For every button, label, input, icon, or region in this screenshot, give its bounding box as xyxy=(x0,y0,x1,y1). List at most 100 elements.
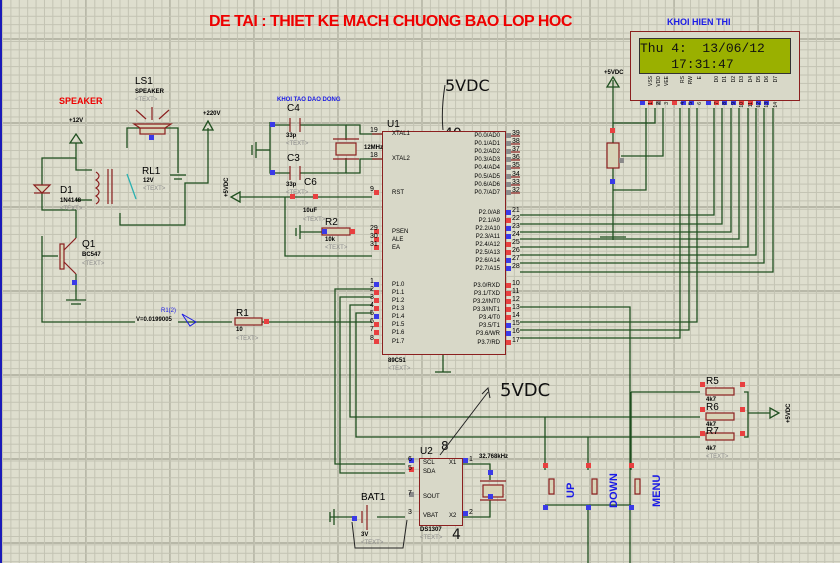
pin-state-indicator xyxy=(506,226,511,231)
u2-pin-number: 1 xyxy=(469,456,473,463)
u1-pin-name: P3.3/INT1 xyxy=(472,307,500,313)
pin-state-indicator xyxy=(756,100,761,105)
u2-vcc-note: 5VDC xyxy=(500,380,551,401)
u1-pin-number: 7 xyxy=(370,326,374,333)
u1-pin-name: P1.1 xyxy=(392,290,405,296)
u1-pin-number: 34 xyxy=(512,171,520,178)
lcd-screen: Thu 4: 13/06/12 17:31:47 xyxy=(639,38,791,74)
u1-pin-name: P0.7/AD7 xyxy=(474,190,500,196)
r7-text: <TEXT> xyxy=(706,454,729,460)
pin-state-indicator xyxy=(748,100,753,105)
u1-pin-name: P2.0/A8 xyxy=(478,210,500,216)
u1-vcc-note: 5VDC xyxy=(445,76,490,95)
u1-pin-number: 31 xyxy=(370,241,378,248)
vcc-220v-label: +220V xyxy=(203,111,221,117)
d1-ref: D1 xyxy=(60,185,73,196)
u1-pin-number: 21 xyxy=(512,207,520,214)
u1-pin-name: P1.5 xyxy=(392,322,405,328)
button-menu[interactable]: MENU xyxy=(651,474,663,507)
lcd-pin-number: 13 xyxy=(764,102,770,108)
pin-state-indicator xyxy=(506,307,511,312)
pin-state-indicator xyxy=(409,458,414,463)
u1-pin-name: P0.3/AD3 xyxy=(474,157,500,163)
u1-pin-number: 38 xyxy=(512,138,520,145)
u1-pin-name: P0.4/AD4 xyxy=(474,165,500,171)
u2-rtc-chip[interactable] xyxy=(419,458,463,526)
lcd-line-2: 17:31:47 xyxy=(640,57,734,72)
pin-state-indicator xyxy=(506,340,511,345)
u2-pin4-note: 4 xyxy=(452,527,461,543)
bat1-value: 3V xyxy=(361,532,369,538)
u1-microcontroller[interactable] xyxy=(382,131,506,355)
pin-state-indicator xyxy=(506,291,511,296)
u1-pin-name: P1.7 xyxy=(392,339,405,345)
pin-state-indicator xyxy=(629,463,634,468)
u1-pin-number: 28 xyxy=(512,263,520,270)
pin-state-indicator xyxy=(706,100,711,105)
pin-state-indicator xyxy=(506,283,511,288)
pin-state-indicator xyxy=(488,494,493,499)
button-down[interactable]: DOWN xyxy=(608,473,620,508)
r2-ref: R2 xyxy=(325,217,338,228)
voltage-probe-label[interactable]: R1(2) xyxy=(161,308,177,314)
pin-state-indicator xyxy=(610,128,615,133)
pin-state-indicator xyxy=(700,407,705,412)
lcd-pin-number: 10 xyxy=(739,102,745,108)
pin-state-indicator xyxy=(290,194,295,199)
u1-pin-name: P0.2/AD2 xyxy=(474,149,500,155)
u1-pin-name: P2.7/A15 xyxy=(475,266,500,272)
r5-value: 4k7 xyxy=(706,397,717,403)
rl1-ref: RL1 xyxy=(142,166,161,177)
u1-pin-number: 29 xyxy=(370,225,378,232)
pin-state-indicator xyxy=(740,407,745,412)
u2-pin-number: 2 xyxy=(469,509,473,516)
pin-state-indicator xyxy=(374,322,379,327)
u1-pin-name: P1.4 xyxy=(392,314,405,320)
vcc-12v-label: +12V xyxy=(69,118,84,124)
u1-pin-number: 17 xyxy=(512,337,520,344)
u1-pin-number: 16 xyxy=(512,328,520,335)
lcd-pin-number: 9 xyxy=(731,102,737,105)
u1-pin-number: 24 xyxy=(512,231,520,238)
lcd-pin-number: 6 xyxy=(697,102,703,105)
u1-pin-name: P3.2/INT0 xyxy=(472,299,500,305)
u1-pin-name: P3.5/T1 xyxy=(478,323,500,329)
u2-pin-name: X2 xyxy=(449,513,457,519)
u1-pin-name: P3.0/RXD xyxy=(473,283,500,289)
pin-state-indicator xyxy=(700,431,705,436)
u1-pin-number: 22 xyxy=(512,215,520,222)
u1-pin-number: 33 xyxy=(512,179,520,186)
u1-pin-number: 19 xyxy=(370,127,378,134)
u2-pin-number: 7 xyxy=(408,490,412,497)
lcd-pin-number: 14 xyxy=(773,102,779,108)
pin-state-indicator xyxy=(506,299,511,304)
u1-pin-number: 12 xyxy=(512,296,520,303)
pin-state-indicator xyxy=(374,339,379,344)
u1-pin-name: P1.2 xyxy=(392,298,405,304)
lcd-pin-number: 7 xyxy=(714,102,720,105)
pin-state-indicator xyxy=(374,290,379,295)
u1-pin-number: 23 xyxy=(512,223,520,230)
button-up[interactable]: UP xyxy=(565,482,577,498)
pin-state-indicator xyxy=(506,242,511,247)
pin-state-indicator xyxy=(374,298,379,303)
u1-pin-number: 14 xyxy=(512,312,520,319)
u1-pin-number: 27 xyxy=(512,255,520,262)
pin-state-indicator xyxy=(463,511,468,516)
pin-state-indicator xyxy=(672,100,677,105)
vcc-5v-left-label: +5VDC xyxy=(224,177,230,197)
lcd-pin-label: VEE xyxy=(664,76,670,87)
lcd-pin-label: D0 xyxy=(714,76,720,83)
pin-state-indicator xyxy=(149,135,154,140)
lcd-pin-number: 8 xyxy=(722,102,728,105)
u1-pin-name: P2.4/A12 xyxy=(475,242,500,248)
u1-pin-name: P1.0 xyxy=(392,282,405,288)
pin-state-indicator xyxy=(506,149,511,154)
u1-pin-name: P1.3 xyxy=(392,306,405,312)
pin-state-indicator xyxy=(640,100,645,105)
pin-state-indicator xyxy=(270,170,275,175)
u1-pin-name: XTAL2 xyxy=(392,156,410,162)
u1-pin-number: 5 xyxy=(370,310,374,317)
pin-state-indicator xyxy=(543,505,548,510)
